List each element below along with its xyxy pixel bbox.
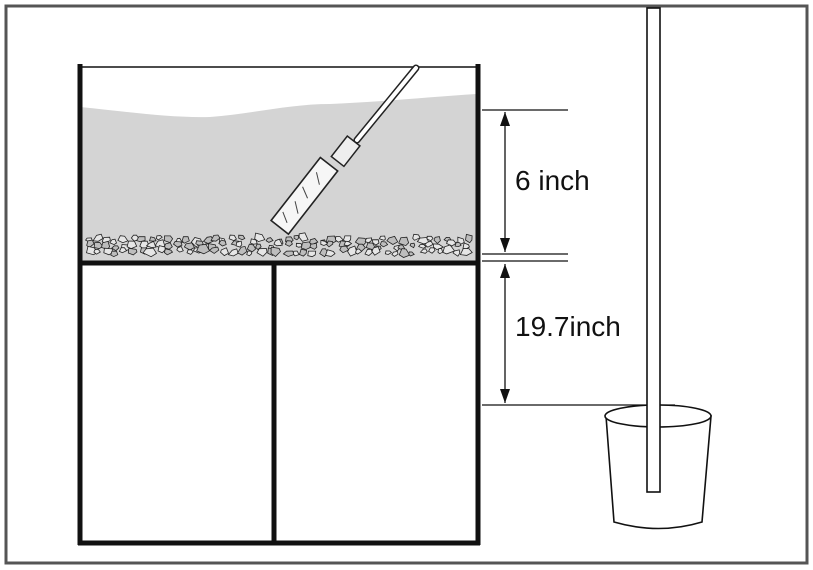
gravel-pebble [320,239,329,246]
gravel-pebble [428,247,436,254]
gravel-pebble [371,246,381,256]
gravel-pebble [391,250,399,257]
gravel-pebble [454,241,462,248]
gravel-pebble [282,250,295,257]
gravel-pebble [347,245,358,257]
gravel-pebble [300,241,313,250]
gravel-vacuum [269,64,420,236]
gravel-pebble [136,236,146,243]
gravel-pebble [299,248,308,257]
gravel-pebble [371,239,380,246]
gravel-pebble [293,234,300,241]
gravel-pebble [339,245,350,254]
gravel-pebble [220,247,229,257]
gravel-pebble [326,240,334,248]
gravel-pebble [246,250,253,257]
gravel-pebble [459,247,473,256]
gravel-pebble [386,235,399,245]
gravel-pebble [111,245,120,252]
gravel-pebble [109,238,117,246]
gravel-pebble [254,232,266,243]
gravel-pebble [355,248,363,255]
gravel-pebble [238,234,246,241]
gravel-pebble [273,238,283,247]
gravel-pebble [292,250,300,257]
gravel-pebble [157,245,166,254]
gravel-pebble [418,244,427,249]
gravel-pebble [93,249,101,255]
gravel-pebble [142,247,158,258]
gravel-pebble [324,249,336,257]
gravel-pebble [93,241,104,250]
gravel-pebble [155,235,163,241]
gravel-pebble [384,250,393,255]
gravel-pebble [235,240,243,248]
gravel-pebble [145,240,157,248]
gravel-pebble [309,242,318,250]
gravel-pebble [210,234,221,242]
gravel-pebble [172,241,183,248]
gravel-pebble [250,238,258,245]
gravel-pebble [378,235,386,241]
gravel-pebble [92,233,104,242]
gravel-pebble [176,246,184,253]
water-depth-label: 6 inch [515,165,590,196]
gravel-pebble [408,251,415,257]
gravel-pebble [424,240,434,248]
gravel-pebble [117,235,129,244]
gravel-pebble [270,246,281,258]
gravel-pebble [256,248,268,257]
tank-water [80,94,476,262]
gravel-pebble [409,242,416,249]
gravel-pebble [218,239,227,247]
gravel-pebble [298,232,309,242]
gravel-pebble [163,235,174,244]
water-depth-dimension [482,109,568,262]
gravel-pebble [295,242,303,248]
gravel-pebble [307,250,317,258]
gravel-pebble [452,249,461,257]
gravel-pebble [379,241,389,248]
gravel-pebble [202,236,215,244]
gravel-pebble [103,247,114,256]
gravel-pebble [110,250,119,258]
gravel-pebble [465,233,473,244]
gravel-pebble [127,247,138,256]
gravel-pebble [118,247,128,254]
gravel-pebble [412,233,421,241]
gravel-pebble [126,240,138,250]
gravel-pebble [343,240,353,247]
gravel-pebble [398,248,411,258]
gravel-pebble [181,236,190,244]
gravel-pebble [398,236,410,247]
gravel-pebble [419,248,428,254]
gravel-pebble [442,244,456,255]
aquarium-stand [77,263,481,546]
gravel-pebble [186,249,194,255]
gravel-pebble [196,243,211,255]
gravel-pebble [163,242,173,250]
gravel-bed [84,232,473,258]
gravel-pebble [445,239,457,247]
gravel-pebble [163,248,174,256]
gravel-pebble [265,237,274,243]
gravel-pebble [208,246,220,254]
gravel-pebble [284,240,293,247]
gravel-pebble [237,245,248,256]
siphon-hose [646,7,661,493]
gravel-pebble [437,248,444,255]
gravel-pebble [246,243,257,253]
gravel-pebble [426,235,434,242]
gravel-pebble [432,243,445,251]
gravel-pebble [227,248,239,257]
gravel-pebble [364,248,373,256]
gravel-pebble [364,237,373,244]
stand-height-label: 19.7inch [515,311,621,342]
gravel-pebble [433,236,441,245]
